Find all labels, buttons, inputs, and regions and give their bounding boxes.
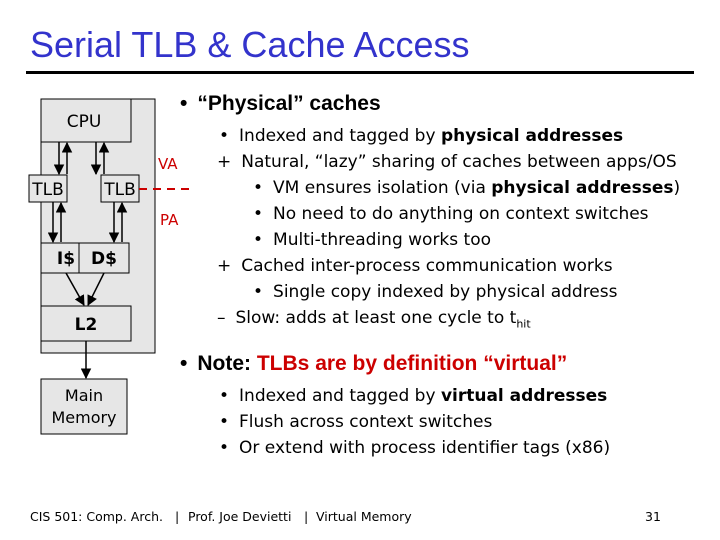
arrow-icache-to-l2 [65,272,85,306]
footer-course: CIS 501: Comp. Arch. [30,509,163,524]
l2-label: L2 [75,315,98,335]
cpu-label: CPU [67,112,102,132]
pa-label: PA [160,211,179,229]
sub-bullet-indexed-physical-text: Indexed and tagged by [239,126,441,146]
bullet-marker: • [180,92,188,115]
sub-bullet-natural-sharing-text: Natural, “lazy” sharing of caches betwee… [241,152,677,172]
bullet-marker: – [217,308,226,328]
sub-bullet-indexed-physical-bold: physical addresses [440,126,624,146]
bullet-marker: • [253,230,264,250]
main-memory-label-line2: Memory [51,408,116,427]
bullet-marker: + [217,256,232,276]
page-number: 31 [645,509,661,524]
sub-sub-bullet-vm-isolation: • VM ensures isolation (via physical addr… [253,178,680,198]
bullet-physical-caches: • “Physical” caches [180,92,381,115]
sub-sub-bullet-multithreading: • Multi-threading works too [253,230,491,250]
sub-bullet-process-tags-text: Or extend with process identifier tags (… [239,438,611,458]
itlb-label: TLB [31,180,64,200]
title-underline [26,71,694,74]
bullet-marker: + [217,152,232,172]
footer-separator: | [304,509,309,524]
bullet-marker: • [253,204,264,224]
l2-box [40,305,132,342]
icache-label: I$ [57,249,75,269]
main-memory-label-line1: Main [65,386,103,405]
sub-bullet-indexed-virtual: • Indexed and tagged by virtual addresses [219,386,607,406]
dcache-label: D$ [91,249,117,269]
footer-separator: | [175,509,180,524]
slide-title: Serial TLB & Cache Access [30,24,470,65]
footer-topic: Virtual Memory [316,509,412,524]
main-memory-box [40,378,128,435]
sub-bullet-ipc: + Cached inter-process communication work… [217,256,613,276]
sub-sub-bullet-multithreading-text: Multi-threading works too [273,230,492,250]
bullet-marker: • [180,352,188,375]
bullet-note-tlbs-highlight: TLBs are by definition “virtual” [256,352,568,375]
arrow-dcache-to-l2 [87,272,105,306]
cpu-box [40,98,132,143]
bullet-note-tlbs: • Note: TLBs are by definition “virtual” [180,352,568,375]
sub-sub-bullet-vm-isolation-bold: physical addresses [491,178,674,198]
va-label: VA [158,155,178,173]
dtlb-label: TLB [103,180,136,200]
sub-bullet-natural-sharing: + Natural, “lazy” sharing of caches betwe… [217,152,677,172]
sub-sub-bullet-single-copy: • Single copy indexed by physical address [253,282,617,302]
sub-sub-bullet-single-copy-text: Single copy indexed by physical address [273,282,618,302]
sub-bullet-indexed-virtual-text: Indexed and tagged by [239,386,441,406]
sub-bullet-flush-text: Flush across context switches [239,412,493,432]
bullet-marker: • [219,386,230,406]
itlb-box [28,174,68,203]
sub-sub-bullet-vm-isolation-pre: VM ensures isolation (via [273,178,492,198]
bullet-marker: • [219,412,230,432]
sub-bullet-ipc-text: Cached inter-process communication works [241,256,613,276]
sub-sub-bullet-context-switches-text: No need to do anything on context switch… [273,204,649,224]
dcache-box [78,242,130,274]
sub-bullet-indexed-physical: • Indexed and tagged by physical addresse… [219,126,623,146]
bullet-physical-caches-text: “Physical” caches [197,92,381,115]
sub-bullet-slow: –Slow: adds at least one cycle to thit [217,308,531,334]
sub-sub-bullet-vm-isolation-post: ) [673,178,681,198]
bullet-note-tlbs-pre: Note: [197,352,257,375]
bullet-marker: • [253,282,264,302]
bullet-marker: • [219,438,230,458]
sub-bullet-process-tags: • Or extend with process identifier tags … [219,438,610,458]
bullet-marker: • [219,126,230,146]
footer-author: Prof. Joe Devietti [188,509,292,524]
sub-bullet-slow-subscript: hit [516,317,531,331]
sub-bullet-flush: • Flush across context switches [219,412,492,432]
bullet-marker: • [253,178,264,198]
sub-bullet-indexed-virtual-bold: virtual addresses [440,386,608,406]
sub-sub-bullet-context-switches: • No need to do anything on context switc… [253,204,649,224]
sub-bullet-slow-text: Slow: adds at least one cycle to t [235,308,517,328]
